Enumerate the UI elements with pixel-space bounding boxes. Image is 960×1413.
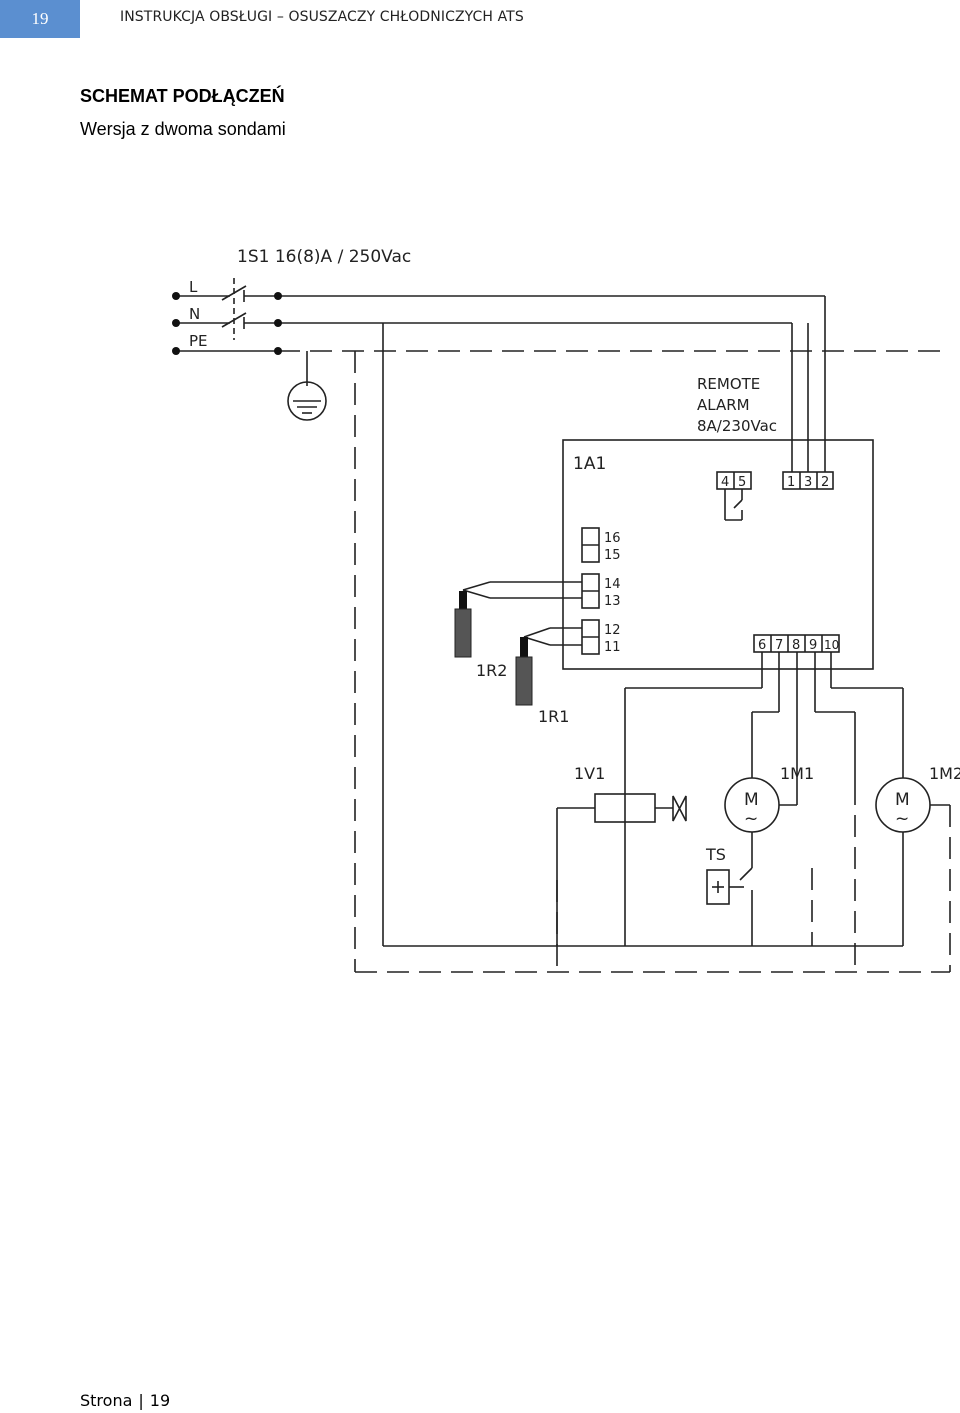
probe-1r1-label: 1R1 (538, 707, 569, 726)
valve-symbol (672, 795, 687, 822)
thermostat-label: TS (705, 845, 726, 864)
terminal-16: 16 (604, 531, 621, 546)
junction-dots (172, 292, 282, 355)
motor2-label: 1M2 (929, 764, 960, 783)
terminal-3: 3 (804, 475, 812, 490)
footer-separator: | (138, 1391, 144, 1410)
wiring-lines (176, 278, 950, 947)
valve-label: 1V1 (574, 764, 605, 783)
header-page-number: 19 (0, 0, 80, 38)
motor2-symbol: M (895, 790, 910, 810)
section-subtitle: Wersja z dwoma sondami (80, 119, 286, 139)
terminal-14: 14 (604, 577, 621, 592)
probe-1r2-label: 1R2 (476, 661, 507, 680)
terminal-10: 10 (824, 638, 839, 652)
motor2-tilde: ~ (895, 809, 909, 829)
remote-alarm-line2: ALARM (697, 396, 750, 414)
probe-1r1-shape (515, 637, 533, 706)
probe-1r2-shape (454, 591, 472, 658)
terminal-5: 5 (738, 475, 746, 490)
terminal-7: 7 (775, 638, 783, 653)
terminal-12: 12 (604, 623, 621, 638)
remote-alarm-line3: 8A/230Vac (697, 417, 777, 435)
terminal-13: 13 (604, 594, 621, 609)
controller-box-1a1 (562, 439, 874, 670)
section-title: SCHEMAT PODŁĄCZEŃ (80, 86, 285, 106)
motor1-label: 1M1 (780, 764, 814, 783)
terminal-1: 1 (787, 475, 795, 490)
remote-alarm-line1: REMOTE (697, 375, 760, 393)
footer: Strona | 19 (80, 1391, 170, 1410)
switch-label: 1S1 16(8)A / 250Vac (237, 247, 411, 267)
terminal-11: 11 (604, 640, 621, 655)
pe-dashed-lines (278, 350, 951, 973)
footer-label: Strona (80, 1391, 133, 1410)
terminal-15: 15 (604, 548, 621, 563)
motor1-symbol: M (744, 790, 759, 810)
motor1-tilde: ~ (744, 809, 758, 829)
controller-label: 1A1 (573, 454, 606, 474)
terminal-8: 8 (792, 638, 800, 653)
footer-page-number: 19 (149, 1391, 171, 1410)
line-label-l: L (189, 278, 198, 296)
line-label-pe: PE (189, 332, 208, 350)
header-title: INSTRUKCJA OBSŁUGI – OSUSZACZY CHŁODNICZ… (120, 9, 524, 25)
terminal-2: 2 (821, 475, 829, 490)
terminal-6: 6 (758, 638, 766, 653)
line-label-n: N (189, 305, 200, 323)
terminal-9: 9 (809, 638, 817, 653)
terminal-4: 4 (721, 475, 729, 490)
